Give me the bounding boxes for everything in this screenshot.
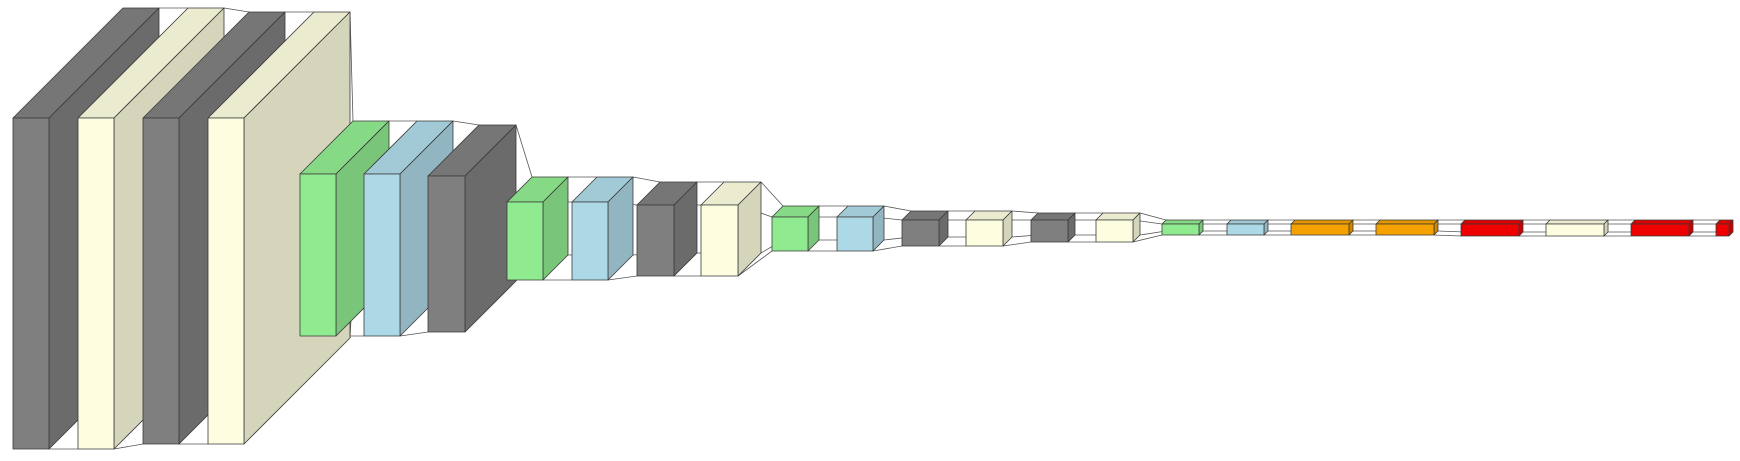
connector-line bbox=[1132, 234, 1163, 243]
connector-line bbox=[760, 181, 784, 207]
layer-18-front-face bbox=[1161, 223, 1200, 236]
layer-16-top-face bbox=[1030, 212, 1076, 221]
layer-20-block bbox=[1290, 219, 1354, 236]
connector-line bbox=[632, 176, 661, 183]
layer-22-block bbox=[1460, 219, 1524, 237]
layer-13-block bbox=[836, 205, 885, 252]
layer-20-top-face bbox=[1290, 219, 1354, 225]
layer-22-top-face bbox=[1460, 219, 1524, 225]
layer-09-block bbox=[571, 176, 634, 281]
layer-23-front-face bbox=[1545, 223, 1605, 237]
layer-08-block bbox=[506, 176, 569, 281]
layer-01-front-face bbox=[12, 117, 50, 450]
layer-boxes bbox=[12, 7, 1734, 450]
layer-23-block bbox=[1545, 219, 1609, 237]
connector-line bbox=[1002, 241, 1032, 247]
layer-23-top-face bbox=[1545, 219, 1609, 225]
connector-line bbox=[872, 245, 903, 252]
connector-line bbox=[223, 7, 250, 13]
connector-line bbox=[1437, 230, 1466, 233]
layer-17-top-face bbox=[1095, 212, 1141, 221]
layer-24-block bbox=[1630, 219, 1694, 237]
connector-line bbox=[883, 205, 912, 212]
layer-19-front-face bbox=[1226, 223, 1265, 236]
layer-17-block bbox=[1095, 212, 1141, 243]
layer-24-front-face bbox=[1630, 223, 1690, 237]
layer-06-front-face bbox=[363, 173, 401, 337]
layer-09-front-face bbox=[571, 201, 609, 281]
layer-03-front-face bbox=[142, 117, 180, 445]
connector-line bbox=[399, 331, 429, 337]
layer-18-top-face bbox=[1161, 219, 1204, 225]
layer-20-front-face bbox=[1290, 223, 1350, 236]
layer-17-front-face bbox=[1095, 219, 1134, 243]
connector-line bbox=[452, 120, 480, 126]
layer-16-block bbox=[1030, 212, 1076, 243]
connector-line bbox=[515, 124, 533, 178]
connector-line bbox=[607, 275, 638, 281]
layer-19-block bbox=[1226, 219, 1269, 236]
layer-08-front-face bbox=[506, 201, 544, 281]
connector-line bbox=[113, 443, 144, 450]
layer-07-block bbox=[427, 124, 517, 333]
layer-11-block bbox=[700, 181, 762, 277]
layer-24-top-face bbox=[1630, 219, 1694, 225]
connector-line bbox=[1011, 210, 1039, 214]
layer-18-block bbox=[1161, 219, 1204, 236]
layer-12-front-face bbox=[771, 216, 809, 252]
layer-15-front-face bbox=[965, 219, 1004, 247]
layer-10-block bbox=[636, 181, 698, 277]
layer-07-front-face bbox=[427, 175, 466, 333]
layer-25-block bbox=[1715, 219, 1734, 237]
layer-12-block bbox=[771, 205, 820, 252]
layer-21-top-face bbox=[1375, 219, 1439, 225]
connector-line bbox=[1433, 234, 1462, 237]
layer-02-front-face bbox=[77, 117, 115, 450]
layer-19-top-face bbox=[1226, 219, 1269, 225]
layer-14-block bbox=[901, 210, 949, 247]
connector-line bbox=[737, 250, 773, 277]
layer-11-front-face bbox=[700, 204, 739, 277]
layer-15-block bbox=[965, 210, 1013, 247]
layer-16-front-face bbox=[1030, 219, 1069, 243]
layer-10-front-face bbox=[636, 204, 675, 277]
layer-05-front-face bbox=[299, 173, 337, 337]
connector-line bbox=[1139, 212, 1167, 221]
layer-14-front-face bbox=[901, 219, 940, 247]
connector-line bbox=[349, 11, 354, 122]
layer-04-front-face bbox=[207, 117, 245, 445]
layer-22-front-face bbox=[1460, 223, 1520, 237]
layer-25-front-face bbox=[1715, 223, 1730, 237]
layer-13-front-face bbox=[836, 216, 874, 252]
layer-21-block bbox=[1375, 219, 1439, 236]
layer-21-front-face bbox=[1375, 223, 1435, 236]
